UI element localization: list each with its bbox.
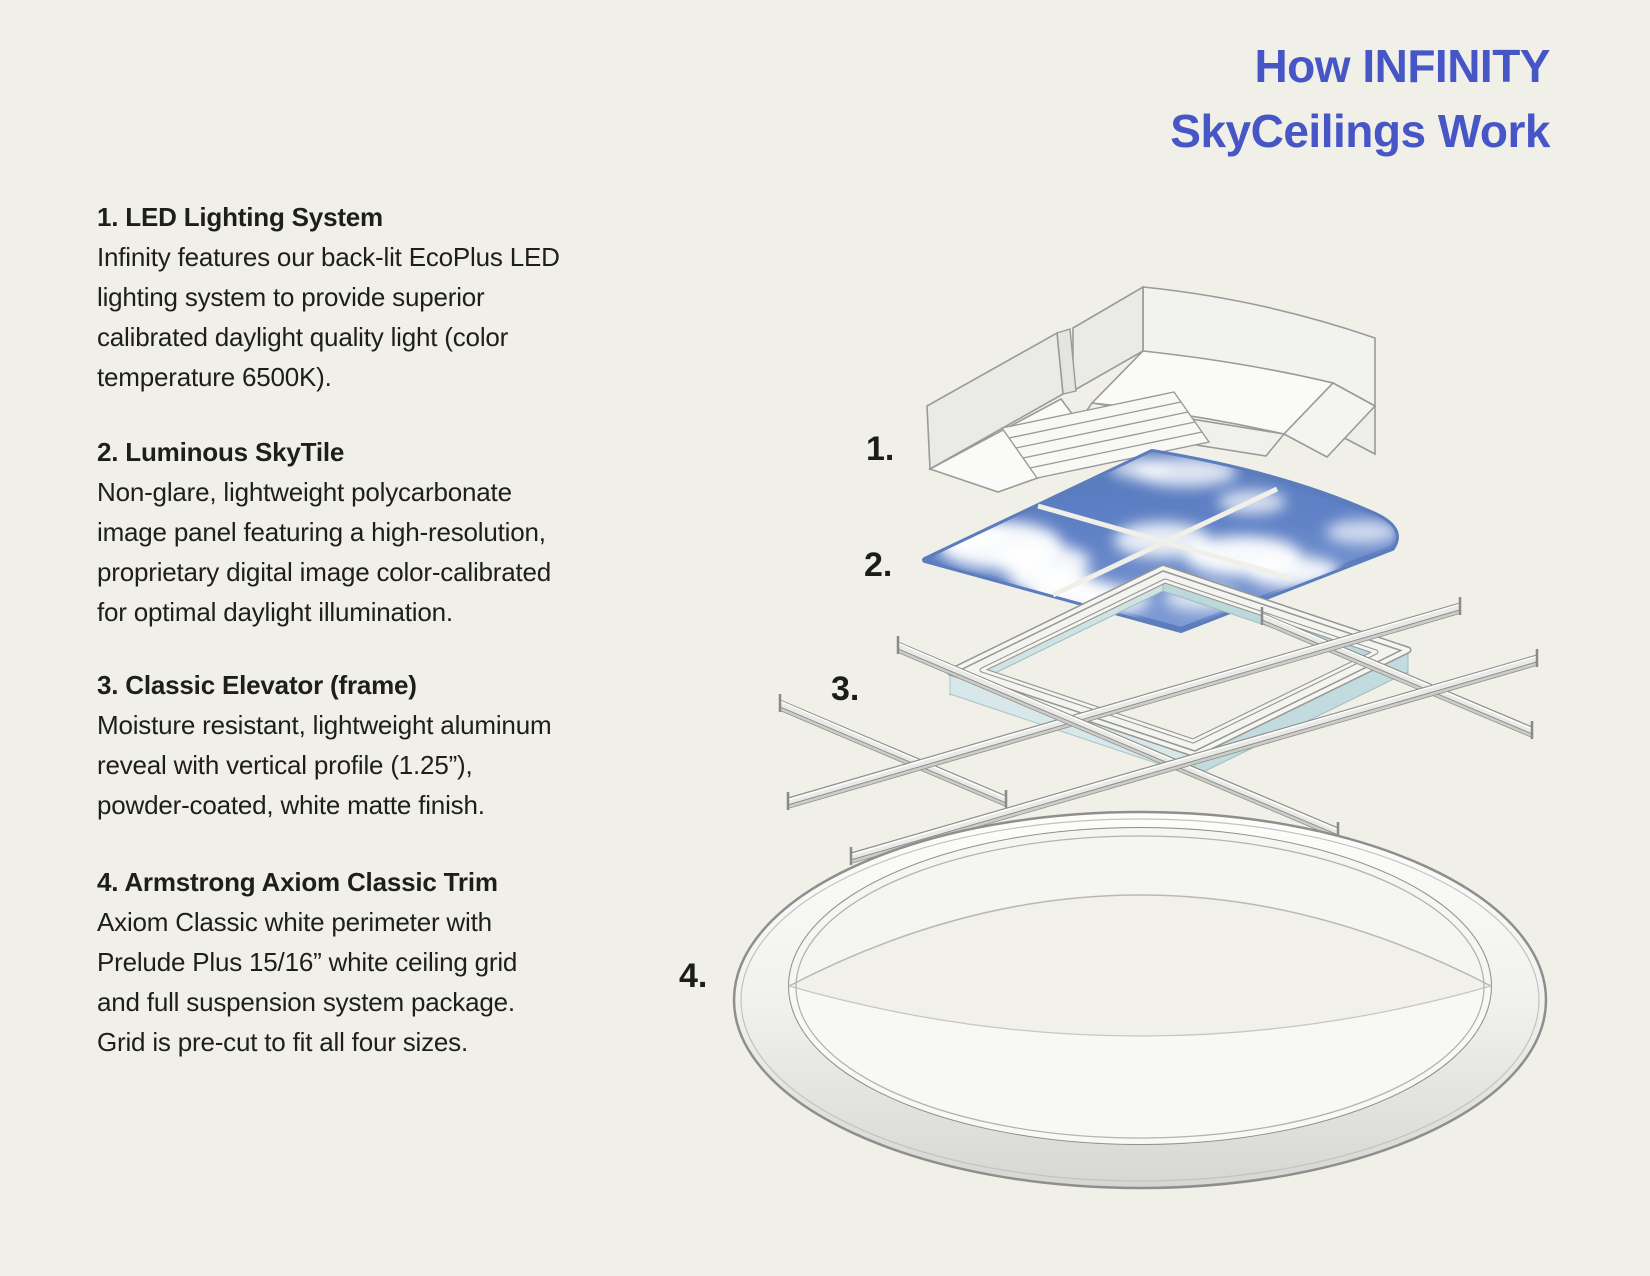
grid-main-runner [786,597,1462,810]
section-text-line: proprietary digital image color-calibrat… [97,557,552,587]
section-armstrong-axiom-trim: 4. Armstrong Axiom Classic Trim Axiom Cl… [97,862,657,1062]
section-text-line: lighting system to provide superior [97,282,485,312]
page-title: How INFINITY SkyCeilings Work [1170,34,1550,164]
section-text-line: Infinity features our back-lit EcoPlus L… [97,242,560,272]
led-louvers [1000,391,1211,479]
axiom-trim-ring-illustration [732,810,1548,1190]
section-text-line: for optimal daylight illumination. [97,597,453,627]
section-text-line: temperature 6500K). [97,362,332,392]
section-text-line: powder-coated, white matte finish. [97,790,485,820]
section-classic-elevator: 3. Classic Elevator (frame) Moisture res… [97,665,657,825]
section-text-line: Non-glare, lightweight polycarbonate [97,477,512,507]
section-text-line: Axiom Classic white perimeter with [97,907,492,937]
page-title-line-1: How INFINITY [1254,40,1550,92]
skytile-gaps [1037,486,1292,598]
section-text-line: calibrated daylight quality light (color [97,322,509,352]
section-heading: 4. Armstrong Axiom Classic Trim [97,867,498,897]
led-lighting-unit-illustration [926,285,1377,493]
section-heading: 2. Luminous SkyTile [97,437,345,467]
section-text-line: and full suspension system package. [97,987,515,1017]
grid-main-runner [849,649,1539,865]
section-text-line: Prelude Plus 15/16” white ceiling grid [97,947,518,977]
grid-tbar [896,636,1340,840]
section-text-line: Moisture resistant, lightweight aluminum [97,710,552,740]
page-title-line-2: SkyCeilings Work [1170,105,1550,157]
section-heading: 3. Classic Elevator (frame) [97,670,417,700]
section-led-lighting-system: 1. LED Lighting System Infinity features… [97,197,657,397]
diagram-label-1: 1. [866,430,895,468]
section-text-line: Grid is pre-cut to fit all four sizes. [97,1027,468,1057]
diagram-label-3: 3. [831,670,860,708]
diagram-label-2: 2. [864,546,893,584]
diagram-label-4: 4. [679,957,708,995]
grid-tbar [778,694,1008,808]
section-text-line: image panel featuring a high-resolution, [97,517,546,547]
suspension-grid-illustration [778,597,1539,865]
section-luminous-skytile: 2. Luminous SkyTile Non-glare, lightweig… [97,432,657,632]
section-heading: 1. LED Lighting System [97,202,383,232]
section-text-line: reveal with vertical profile (1.25”), [97,750,473,780]
